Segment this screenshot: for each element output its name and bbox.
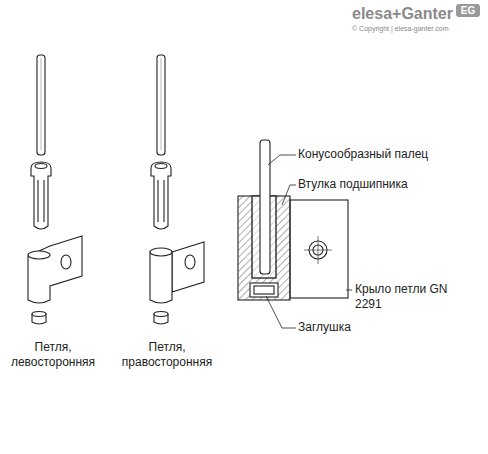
hinge-right	[150, 249, 172, 303]
part-label: Заглушка	[298, 320, 351, 335]
plug-section	[250, 283, 278, 297]
pin	[157, 55, 165, 155]
leader-line	[346, 290, 352, 291]
part-label: Конусообразный палец	[298, 147, 428, 162]
bushing	[151, 162, 171, 229]
pin-section	[260, 140, 270, 274]
leader-line	[282, 185, 296, 205]
figure-caption: Петля, правосторонняя	[108, 340, 226, 370]
logo-badge: EG	[456, 4, 480, 17]
part-label: Крыло петли GN 2291	[355, 282, 465, 312]
figure-caption: Петля, левосторонняя	[3, 340, 103, 370]
part-label: Втулка подшипника	[298, 177, 408, 192]
copyright-watermark: © Copyright | elesa-ganter.com	[352, 24, 448, 33]
leader-line	[268, 155, 296, 165]
hinge-left	[28, 236, 82, 303]
pin	[37, 55, 45, 155]
hinge-wing-section	[290, 200, 348, 298]
bushing	[31, 162, 51, 229]
logo-text: elesa+Ganter	[352, 4, 453, 24]
hinge-wing	[172, 242, 204, 292]
leader-line	[266, 296, 296, 328]
